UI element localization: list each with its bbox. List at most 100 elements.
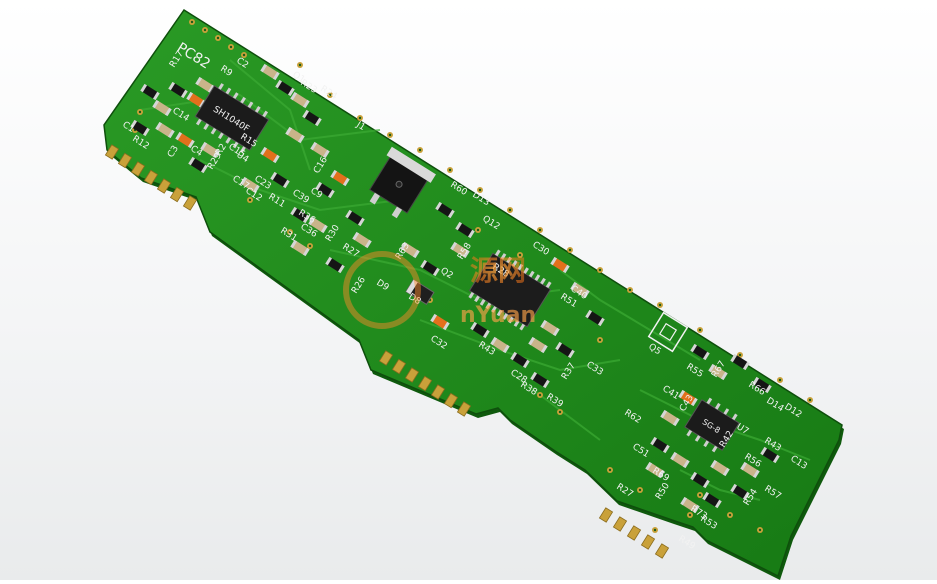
via [757, 527, 763, 533]
via [637, 487, 643, 493]
smd-part [530, 371, 550, 389]
via [247, 197, 253, 203]
smd-part [650, 436, 670, 454]
via [189, 19, 195, 25]
smd-components [130, 63, 780, 514]
via [137, 109, 143, 115]
via [477, 187, 483, 193]
smd-part [490, 336, 510, 354]
q5-footprint [647, 311, 689, 353]
smd-part [680, 496, 700, 514]
gold-pad [378, 350, 394, 366]
smd-part [275, 79, 295, 97]
smd-part [168, 81, 188, 99]
smd-part [435, 201, 455, 219]
smd-part [585, 309, 605, 327]
via [357, 115, 363, 121]
smd-part [702, 491, 722, 509]
gold-pad [430, 384, 446, 400]
via [202, 27, 208, 33]
smd-part [188, 156, 208, 174]
gold-pad [404, 367, 420, 383]
smd-part [730, 483, 750, 501]
via [567, 247, 573, 253]
via [517, 252, 523, 258]
via [387, 132, 393, 138]
via [215, 35, 221, 41]
smd-part [302, 109, 322, 127]
smd-part [660, 409, 680, 427]
gold-pad [143, 169, 159, 186]
via [241, 52, 247, 58]
smd-part [200, 141, 220, 159]
smd-part [528, 336, 548, 354]
smd-part [308, 216, 328, 234]
smd-part [290, 91, 310, 109]
smd-part [310, 141, 330, 159]
smd-part [345, 209, 365, 227]
smd-part [510, 351, 530, 369]
vias [132, 19, 813, 533]
via [697, 492, 703, 498]
gold-pad [417, 375, 433, 392]
via [657, 302, 663, 308]
smd-part [570, 281, 590, 299]
smd-part [270, 171, 290, 189]
smd-part [645, 461, 665, 479]
smd-part [140, 83, 160, 101]
via [687, 512, 693, 518]
gold-pad [391, 358, 407, 375]
smd-part [678, 389, 698, 407]
via [607, 467, 613, 473]
via [597, 337, 603, 343]
via [475, 227, 481, 233]
smd-part [290, 239, 310, 257]
watermark-text-en: nYuan [460, 303, 536, 328]
via [597, 267, 603, 273]
ic-u4: SH1040F [194, 83, 270, 153]
via [557, 409, 563, 415]
edge-connector-pads [104, 144, 670, 559]
smd-part [540, 319, 560, 337]
smd-part [260, 146, 280, 164]
via [697, 327, 703, 333]
via [287, 229, 293, 235]
silk-label: J1 [354, 120, 367, 133]
smd-part [352, 231, 372, 249]
smd-part [730, 353, 750, 371]
watermark-text-cn: 源网 [470, 254, 526, 287]
via [537, 392, 543, 398]
smd-part [420, 259, 440, 277]
gold-pad [104, 144, 120, 160]
smd-part [285, 126, 305, 144]
gold-pad [598, 507, 614, 523]
smd-part [550, 256, 570, 274]
gold-pad [117, 152, 133, 169]
smd-part [290, 206, 310, 224]
smd-part [740, 461, 760, 479]
mcu-tssop [468, 249, 552, 331]
gold-pad [456, 401, 472, 417]
smd-part [430, 313, 450, 331]
via [417, 147, 423, 153]
smd-part [152, 99, 172, 117]
smd-part [155, 121, 175, 139]
smd-part [455, 221, 475, 239]
smd-part [195, 76, 215, 94]
smd-part [325, 256, 345, 274]
smd-part [670, 451, 690, 469]
gold-pad [130, 161, 146, 177]
gold-pad [169, 186, 185, 203]
smd-part [240, 176, 260, 194]
gold-pad [640, 534, 656, 550]
gold-pad [156, 178, 172, 194]
via [537, 227, 543, 233]
gold-pad [654, 543, 670, 559]
smd-part [710, 459, 730, 477]
smd-part [470, 321, 490, 339]
smd-part [405, 279, 435, 305]
via [807, 397, 813, 403]
smd-part [690, 471, 710, 489]
